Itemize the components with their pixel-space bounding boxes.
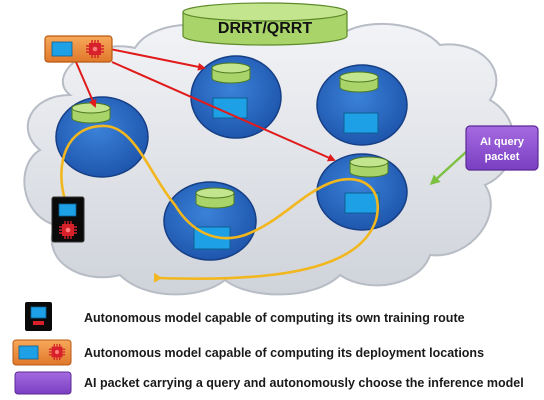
database-icon (195, 187, 235, 209)
training-model-box[interactable] (51, 196, 85, 243)
model-icon (51, 41, 73, 57)
network-node-top-right[interactable] (316, 64, 408, 146)
database-icon (71, 102, 111, 124)
query-packet-label-line2: packet (485, 151, 520, 163)
network-node-left[interactable] (55, 96, 149, 178)
legend-training-icon (25, 302, 52, 331)
network-node-bottom-center[interactable] (163, 181, 257, 261)
network-node-right[interactable] (316, 153, 408, 231)
legend-deployment-icon (12, 339, 72, 366)
model-icon (343, 112, 379, 134)
database-icon (349, 156, 389, 178)
ai-query-packet[interactable]: AI query packet (465, 125, 539, 171)
legend-text-training: Autonomous model capable of computing it… (84, 311, 465, 325)
model-icon (344, 192, 380, 214)
database-icon (211, 62, 251, 84)
drrt-qrrt-database: DRRT/QRRT (182, 2, 348, 46)
network-node-top-center[interactable] (190, 55, 282, 139)
database-icon (339, 71, 379, 93)
legend-text-deployment: Autonomous model capable of computing it… (84, 346, 485, 360)
legend-text-query: AI packet carrying a query and autonomou… (84, 376, 524, 390)
legend-query-icon (14, 371, 72, 395)
deployment-routes (75, 46, 336, 162)
training-route (60, 124, 379, 283)
deployment-model-box[interactable] (44, 35, 113, 63)
model-icon (212, 97, 248, 119)
query-arrow (429, 151, 467, 186)
database-label: DRRT/QRRT (218, 20, 312, 37)
query-packet-label-line1: AI query (480, 136, 525, 148)
model-icon (58, 203, 77, 217)
